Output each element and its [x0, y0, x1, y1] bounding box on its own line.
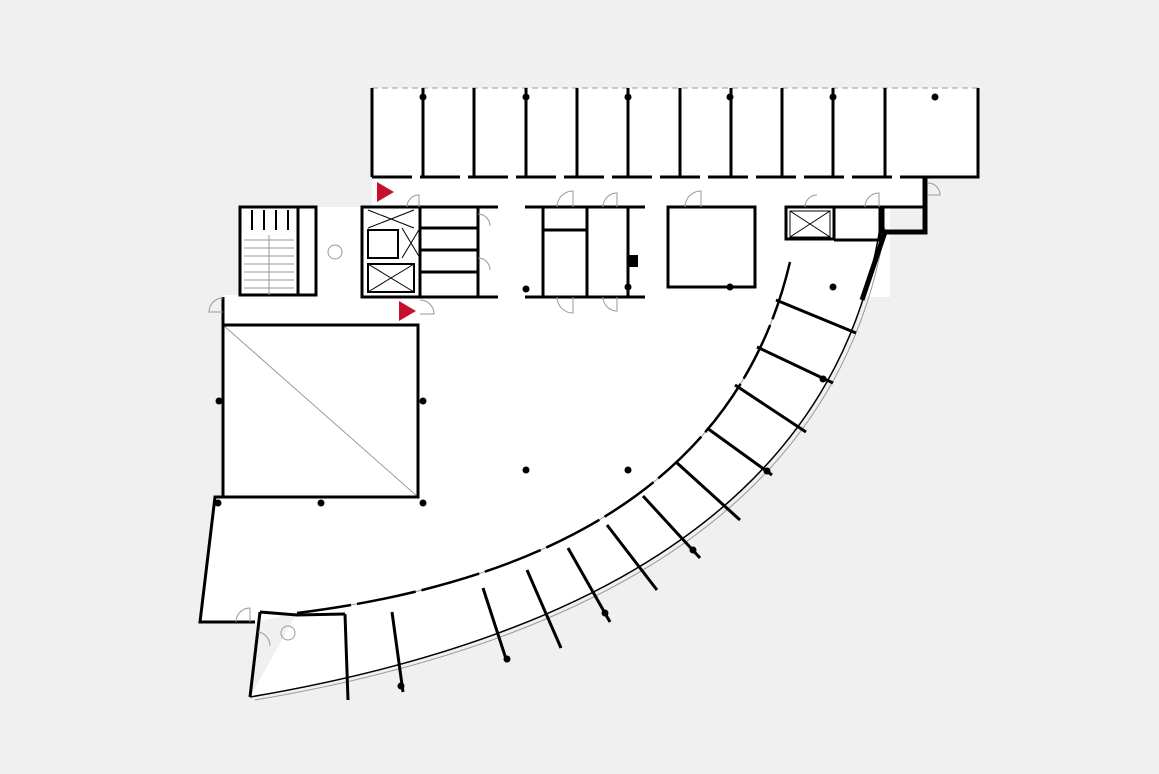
column-dot — [419, 93, 427, 101]
structural-columns — [214, 93, 939, 690]
column-dot — [763, 467, 771, 475]
column-dot — [689, 546, 697, 554]
entrance-triangle-icon — [377, 182, 394, 202]
column-dot — [829, 283, 837, 291]
column-dot — [397, 682, 405, 690]
column-dot — [503, 655, 511, 663]
column-dot — [522, 93, 530, 101]
column-dot — [931, 93, 939, 101]
column-dot — [624, 466, 632, 474]
kitchen-block — [628, 255, 638, 267]
walls — [198, 88, 980, 701]
column-dot — [419, 397, 427, 405]
column-dot — [601, 609, 609, 617]
column-dot — [726, 283, 734, 291]
column-dot — [317, 499, 325, 507]
column-dot — [624, 93, 632, 101]
entrance-triangle-icon — [399, 301, 416, 321]
column-dot — [522, 285, 530, 293]
column-dot — [419, 499, 427, 507]
column-dot — [522, 466, 530, 474]
stairs — [244, 210, 294, 295]
column-dot — [215, 397, 223, 405]
doors — [208, 182, 941, 647]
column-dot — [624, 283, 632, 291]
column-dot — [214, 499, 222, 507]
column-dot — [819, 375, 827, 383]
top-wing-partitions — [421, 88, 887, 177]
floor-area — [200, 88, 978, 697]
column-dot — [726, 93, 734, 101]
column-dot — [829, 93, 837, 101]
elevators — [367, 209, 831, 293]
